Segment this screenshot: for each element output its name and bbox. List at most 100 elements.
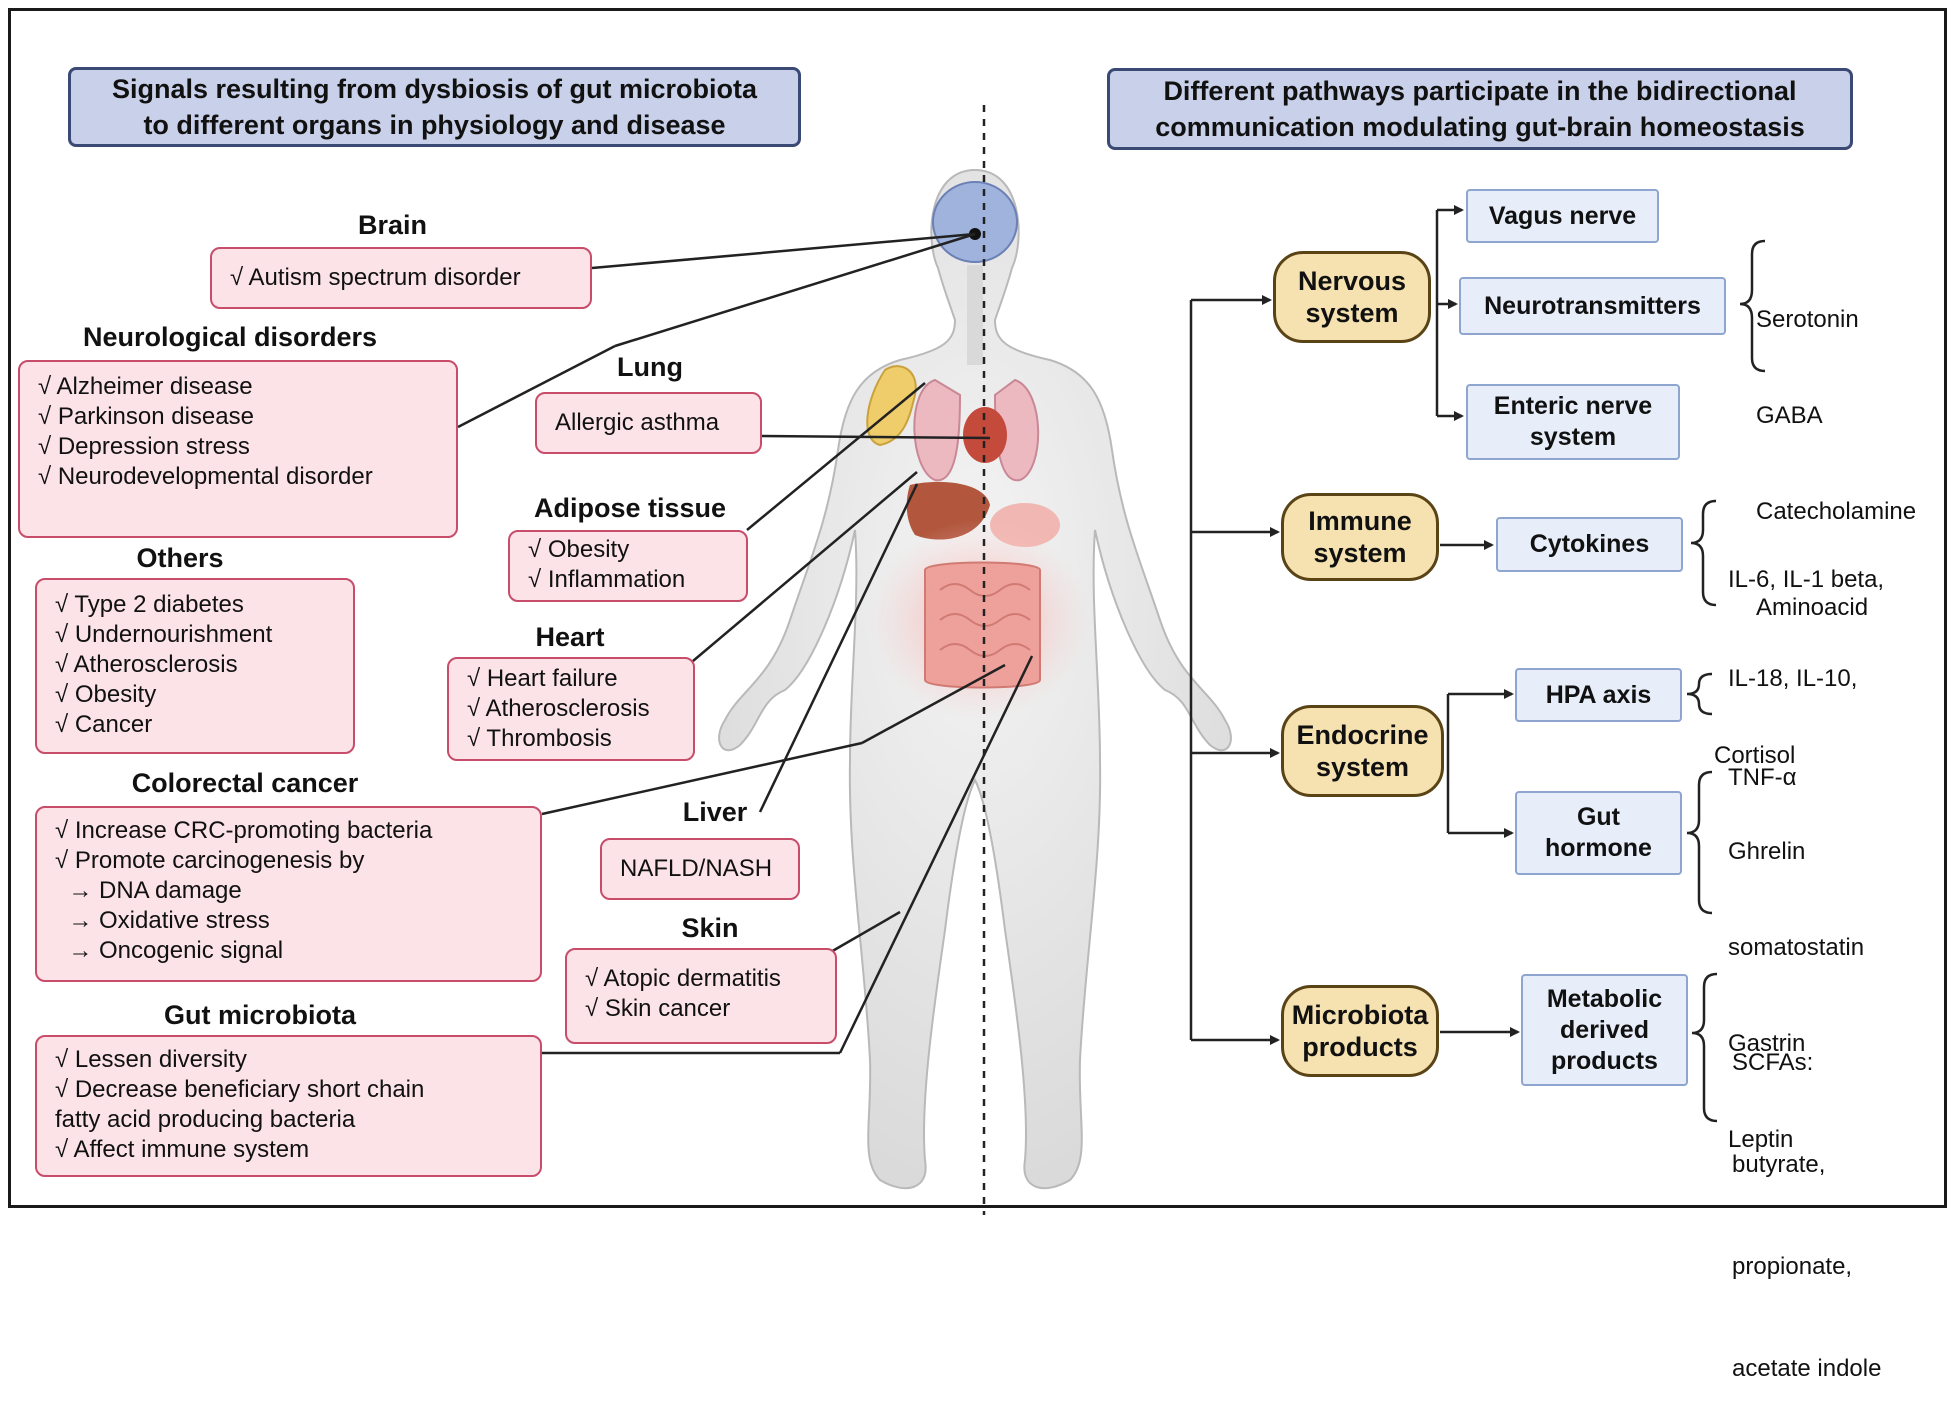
others-item: √ Type 2 diabetes — [55, 591, 244, 618]
pathway-connector-lines — [1189, 205, 1520, 1045]
others-item: √ Obesity — [55, 681, 157, 708]
mediator-item: Leptin — [1728, 1126, 1794, 1153]
liver-title: Liver — [682, 797, 748, 827]
mediator-item: butyrate, — [1732, 1151, 1826, 1178]
enteric-nerve-line-1: Enteric nerve — [1493, 392, 1653, 420]
mediator-item: SCFAs: — [1732, 1049, 1814, 1076]
mediator-item: Catecholamine — [1756, 498, 1917, 525]
trachea-shape — [967, 265, 983, 365]
metabolic-products-box: Metabolic derived products — [1521, 974, 1688, 1086]
brain-box: √ Autism spectrum disorder — [210, 247, 592, 309]
skin-title: Skin — [681, 913, 739, 943]
heart-box: √ Heart failure √ Atherosclerosis √ Thro… — [447, 657, 695, 761]
hpa-axis-label: HPA axis — [1545, 680, 1652, 709]
mediator-item: propionate, — [1732, 1253, 1853, 1280]
immune-system-line-2: system — [1313, 538, 1407, 568]
skin-item: √ Skin cancer — [585, 995, 731, 1022]
lung-item: Allergic asthma — [555, 409, 720, 436]
figure-frame — [8, 8, 1947, 1208]
neuro-item: √ Parkinson disease — [38, 403, 254, 430]
colorectal-box: √ Increase CRC-promoting bacteria √ Prom… — [35, 806, 542, 982]
microbiota-products-line-2: products — [1302, 1032, 1418, 1062]
mediator-item: Serotonin — [1756, 306, 1859, 333]
colorectal-title: Colorectal cancer — [131, 768, 359, 798]
organ-connector-lines — [457, 232, 1034, 1055]
hpa-list: Cortisol — [1714, 676, 1795, 804]
enteric-nerve-line-2: system — [1529, 423, 1617, 451]
colorectal-item: → DNA damage — [55, 877, 242, 904]
human-body-illustration — [718, 168, 1232, 1190]
colorectal-item: √ Increase CRC-promoting bacteria — [55, 817, 433, 844]
heart-item: √ Atherosclerosis — [467, 695, 650, 722]
vagus-nerve-label: Vagus nerve — [1488, 201, 1637, 230]
mediator-item: IL-6, IL-1 beta, — [1728, 566, 1885, 593]
gut-item: √ Decrease beneficiary short chain — [55, 1076, 425, 1103]
colorectal-item: → Oncogenic signal — [55, 937, 284, 964]
endocrine-system-line-2: system — [1315, 752, 1410, 782]
mediator-item: somatostatin — [1728, 934, 1865, 961]
metabolic-products-line-3: products — [1551, 1046, 1658, 1075]
skin-box: √ Atopic dermatitis √ Skin cancer — [565, 948, 837, 1044]
enteric-nerve-box: Enteric nerve system — [1466, 384, 1680, 460]
adipose-box: √ Obesity √ Inflammation — [508, 530, 748, 602]
liver-box: NAFLD/NASH — [600, 838, 800, 900]
gut-item: √ Lessen diversity — [55, 1046, 247, 1073]
metabolic-list: SCFAs: butyrate, propionate, acetate ind… — [1732, 978, 1881, 1420]
gut-box: √ Lessen diversity √ Decrease beneficiar… — [35, 1035, 542, 1177]
others-item: √ Atherosclerosis — [55, 651, 238, 678]
left-lung-shape — [913, 378, 962, 482]
nervous-system-box: Nervous system — [1273, 251, 1431, 343]
immune-system-box: Immune system — [1281, 493, 1439, 581]
mediator-item: Aminoacid — [1756, 594, 1869, 621]
gut-hormone-box: Gut hormone — [1515, 791, 1682, 875]
cytokine-list: IL-6, IL-1 beta, IL-18, IL-10, TNF-α — [1728, 497, 1884, 827]
heart-shape — [963, 407, 1007, 463]
mediator-item: Ghrelin — [1728, 838, 1806, 865]
others-item: √ Undernourishment — [55, 621, 273, 648]
right-header: Different pathways participate in the bi… — [1107, 68, 1853, 150]
skin-item: √ Atopic dermatitis — [585, 965, 781, 992]
adipose-item: √ Obesity — [528, 536, 630, 563]
adipose-title: Adipose tissue — [533, 493, 727, 523]
heart-item: √ Thrombosis — [467, 725, 612, 752]
colorectal-item: → Oxidative stress — [55, 907, 270, 934]
heart-item: √ Heart failure — [467, 665, 618, 692]
mediator-item: GABA — [1756, 402, 1823, 429]
left-header: Signals resulting from dysbiosis of gut … — [68, 67, 801, 147]
cytokines-box: Cytokines — [1496, 517, 1683, 572]
mediator-item: TNF-α — [1728, 764, 1797, 791]
gut-item: fatty acid producing bacteria — [55, 1106, 356, 1133]
nervous-system-line-2: system — [1305, 298, 1399, 328]
mediator-braces — [1686, 239, 1766, 1123]
endocrine-system-box: Endocrine system — [1281, 705, 1444, 797]
gut-title: Gut microbiota — [163, 1000, 356, 1030]
gut-hormone-list: Ghrelin somatostatin Gastrin Leptin — [1728, 772, 1864, 1188]
neuro-title: Neurological disorders — [82, 322, 378, 352]
brain-shape — [932, 181, 1018, 263]
gut-hormone-line-2: hormone — [1545, 834, 1652, 862]
microbiota-products-line-1: Microbiota — [1291, 1000, 1429, 1030]
liver-item: NAFLD/NASH — [620, 855, 773, 882]
mediator-item: IL-18, IL-10, — [1728, 665, 1858, 692]
left-header-line-2: to different organs in physiology and di… — [143, 110, 726, 140]
vagus-nerve-box: Vagus nerve — [1466, 189, 1659, 243]
others-box: √ Type 2 diabetes √ Undernourishment √ A… — [35, 578, 355, 754]
right-header-line-1: Different pathways participate in the bi… — [1163, 76, 1797, 106]
mediator-item: acetate indole — [1732, 1355, 1882, 1382]
nervous-system-line-1: Nervous — [1297, 266, 1407, 296]
microbiota-products-box: Microbiota products — [1281, 985, 1439, 1077]
brain-item: √ Autism spectrum disorder — [230, 264, 521, 291]
connectors — [457, 105, 1766, 1215]
colorectal-item: √ Promote carcinogenesis by — [55, 847, 365, 874]
mediator-item: Gastrin — [1728, 1030, 1806, 1057]
right-header-line-2: communication modulating gut-brain homeo… — [1155, 112, 1805, 142]
heart-title: Heart — [535, 622, 605, 652]
others-title: Others — [136, 543, 224, 573]
neuro-item: √ Alzheimer disease — [38, 373, 253, 400]
neuro-box: √ Alzheimer disease √ Parkinson disease … — [18, 360, 458, 538]
lung-box: Allergic asthma — [535, 392, 762, 454]
left-header-line-1: Signals resulting from dysbiosis of gut … — [111, 74, 758, 104]
hpa-axis-box: HPA axis — [1515, 668, 1682, 722]
others-item: √ Cancer — [55, 711, 153, 738]
neuro-item: √ Depression stress — [38, 433, 250, 460]
